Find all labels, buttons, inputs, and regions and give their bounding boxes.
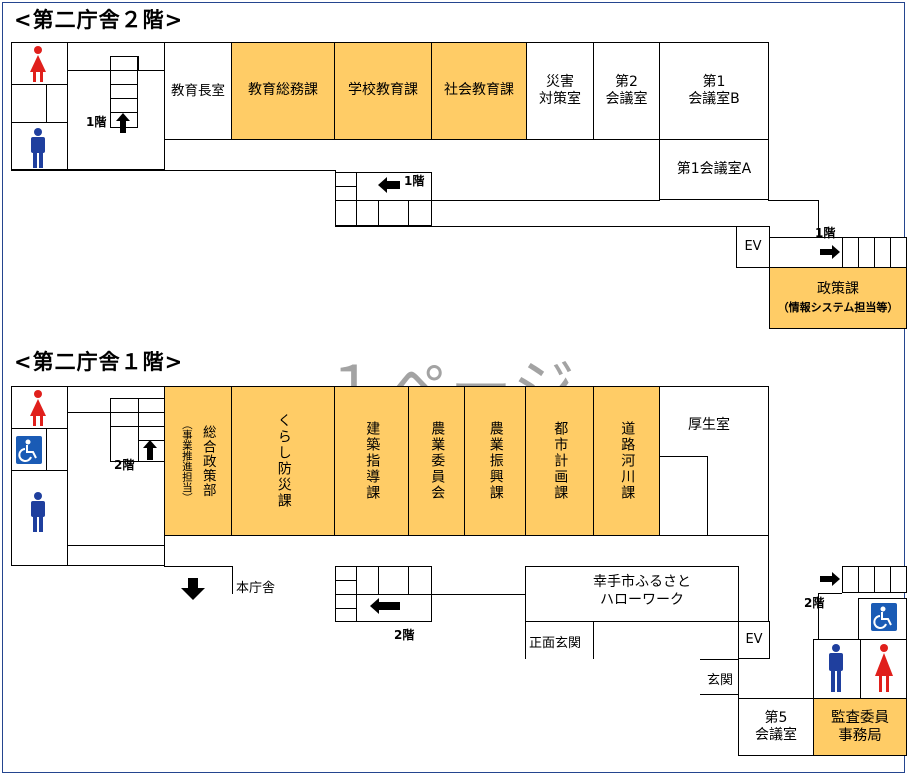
male-restroom-icon <box>31 128 45 168</box>
arrow-up-icon <box>143 440 157 460</box>
room-kurashi-bosai[interactable]: くらし防災課 <box>231 386 335 536</box>
room-toshi-keikaku-label: 都市計画課 <box>552 421 569 501</box>
room-sogo-seisaku[interactable]: （事業推進担当） 総合政策部 <box>164 386 232 536</box>
accessible-restroom-icon <box>16 436 42 464</box>
room-hellowork[interactable] <box>525 566 739 622</box>
floor2-stair-label-right: 1階 <box>815 226 836 240</box>
genkan-label: 玄関 <box>707 673 734 688</box>
female-restroom-icon <box>30 390 46 426</box>
floor2-title: <第二庁舎２階> <box>14 8 184 32</box>
male-restroom-icon <box>829 644 843 692</box>
room-hellowork-label: 幸手市ふるさと ハローワーク <box>593 574 691 609</box>
room-sogo-seisaku-sub: （事業推進担当） <box>180 419 193 503</box>
room-nogyo-iinkai[interactable]: 農業委員会 <box>408 386 465 536</box>
room-kaigi-5[interactable]: 第5 会議室 <box>738 698 814 756</box>
floor2-left-stairs <box>110 56 138 128</box>
honchosha-label: 本庁舎 <box>236 581 276 596</box>
room-nogyo-shinko[interactable]: 農業振興課 <box>464 386 526 536</box>
room-kaigi-1b[interactable]: 第1 会議室B <box>659 42 769 140</box>
arrow-up-icon <box>116 113 130 133</box>
room-gakko-kyoiku[interactable]: 学校教育課 <box>334 42 432 140</box>
room-kurashi-bosai-label: くらし防災課 <box>275 413 292 509</box>
room-kansa-iin[interactable]: 監査委員 事務局 <box>813 698 907 756</box>
room-kyoikucho[interactable]: 教育長室 <box>164 42 232 140</box>
room-nogyo-iinkai-label: 農業委員会 <box>429 421 446 501</box>
male-restroom-icon <box>31 492 45 532</box>
room-doro-kasen[interactable]: 道路河川課 <box>593 386 660 536</box>
female-restroom-icon <box>875 644 893 692</box>
floor2-elevator[interactable]: EV <box>736 226 770 268</box>
room-seisaku[interactable]: 政策課 （情報システム担当等） <box>769 267 907 329</box>
arrow-left-icon <box>378 177 400 193</box>
arrow-left-icon <box>370 598 400 614</box>
shomen-genkan-label: 正面玄関 <box>529 636 582 651</box>
female-restroom-icon <box>30 46 46 82</box>
floor1-left-stairs <box>110 398 165 462</box>
floor2-stair-label-middle: 1階 <box>404 174 425 188</box>
room-kenchiku-shido-label: 建築指導課 <box>364 421 381 501</box>
room-kyoiku-somu[interactable]: 教育総務課 <box>231 42 335 140</box>
room-doro-kasen-label: 道路河川課 <box>619 421 636 501</box>
room-kaigi-2[interactable]: 第2 会議室 <box>593 42 660 140</box>
floor1-stair-label-left: 2階 <box>114 458 135 472</box>
room-nogyo-shinko-label: 農業振興課 <box>487 421 504 501</box>
room-kosei[interactable] <box>659 386 769 536</box>
room-sogo-seisaku-label: 総合政策部 <box>199 424 216 498</box>
room-seisaku-label: 政策課 <box>817 281 859 298</box>
room-kosei-label: 厚生室 <box>688 417 730 433</box>
floor1-title: <第二庁舎１階> <box>14 350 184 374</box>
room-saigai-taisaku[interactable]: 災害 対策室 <box>526 42 594 140</box>
room-shakai-kyoiku[interactable]: 社会教育課 <box>431 42 527 140</box>
room-kaigi-1a[interactable]: 第1会議室A <box>659 139 769 200</box>
floor2-stair-label-left: 1階 <box>86 115 107 129</box>
floor1-elevator[interactable]: EV <box>738 621 770 659</box>
accessible-restroom-icon <box>871 603 897 631</box>
room-seisaku-sub: （情報システム担当等） <box>777 300 899 314</box>
arrow-right-icon <box>820 245 840 259</box>
room-kenchiku-shido[interactable]: 建築指導課 <box>334 386 409 536</box>
floor1-stair-label-middle: 2階 <box>394 628 415 642</box>
floor1-stair-label-right: 2階 <box>804 596 825 610</box>
arrow-right-icon <box>820 572 840 586</box>
room-toshi-keikaku[interactable]: 都市計画課 <box>525 386 594 536</box>
arrow-down-icon <box>181 578 205 600</box>
